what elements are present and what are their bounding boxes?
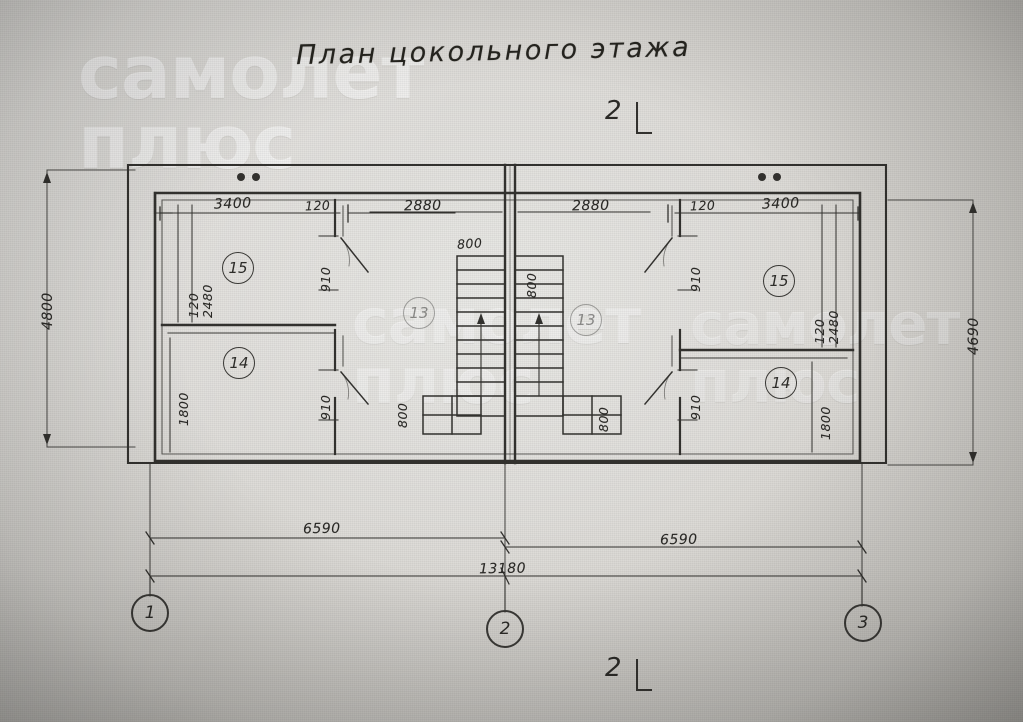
dim-left-room-height: 2480 (200, 284, 215, 318)
dimension-chain-top (160, 205, 860, 222)
dim-overall-horizontal: 13180 (478, 560, 527, 578)
door-left-top (341, 238, 368, 272)
room-number-label: 13 (576, 311, 596, 329)
dim-right-wall: 120 (812, 318, 827, 344)
partition-left-horizontal (162, 325, 335, 333)
staircase-left (457, 256, 505, 416)
dim-overall-vertical-right: 4690 (966, 317, 982, 355)
axis-marker-3: 3 (844, 604, 882, 642)
dim-door-right-bottom: 910 (688, 394, 703, 420)
window-marks-top (237, 173, 781, 181)
room-number-13-left: 13 (403, 297, 435, 329)
partition-right-vertical (672, 200, 680, 454)
section-mark-lines (637, 103, 651, 690)
dim-stair-opening-left: 800 (456, 235, 483, 252)
door-right-top (645, 238, 672, 272)
dim-door-left-bottom: 910 (318, 394, 333, 420)
dim-top-left-center-width: 2880 (403, 197, 442, 215)
room-number-label: 14 (771, 374, 791, 392)
partition-right-horizontal (680, 350, 853, 358)
room-number-14-right: 14 (765, 367, 797, 399)
room-number-label: 15 (228, 259, 248, 277)
room-number-13-right: 13 (570, 304, 602, 336)
room-number-14-left: 14 (223, 347, 255, 379)
axis-label: 3 (857, 613, 869, 633)
dim-top-right-wall: 120 (689, 197, 716, 214)
axis-marker-1: 1 (131, 594, 169, 632)
dim-bay-left: 6590 (302, 520, 341, 538)
dim-left-lower-height: 1800 (176, 392, 191, 426)
dim-top-right-center-width: 2880 (571, 197, 610, 215)
room-number-label: 14 (229, 354, 249, 372)
section-mark-top: 2 (605, 96, 622, 126)
room-number-label: 13 (409, 304, 429, 322)
dim-bay-right: 6590 (659, 531, 698, 549)
bottom-extension-lines (150, 463, 862, 612)
dim-stair-lower-left: 800 (395, 402, 410, 428)
structural-walls-outer (155, 193, 860, 461)
dim-right-room-height: 2480 (826, 310, 841, 344)
dim-top-left-room-width: 3400 (213, 195, 252, 213)
page-title: План цокольного этажа (295, 31, 692, 72)
stair-landing-left (423, 396, 481, 434)
section-mark-bottom: 2 (605, 653, 622, 683)
partition-left-vertical (335, 200, 343, 454)
dim-stair-opening-right: 800 (524, 272, 539, 298)
staircase-right (515, 256, 563, 416)
dim-stair-lower-right: 800 (596, 406, 611, 432)
dim-top-left-wall: 120 (304, 197, 331, 214)
room-number-label: 15 (769, 272, 789, 290)
structural-walls-inner (162, 200, 853, 454)
room-number-15-right: 15 (763, 265, 795, 297)
axis-marker-2: 2 (486, 610, 524, 648)
dim-overall-vertical-left: 4800 (40, 292, 56, 330)
room-number-15-left: 15 (222, 252, 254, 284)
watermark-center-line-2: плюс (352, 345, 534, 418)
stair-landing-right (563, 396, 621, 434)
dim-door-left-top: 910 (318, 266, 333, 292)
dim-left-wall: 120 (186, 292, 201, 318)
dim-right-lower-height: 1800 (818, 406, 833, 440)
axis-label: 2 (499, 619, 511, 639)
watermark-line-2: плюс (78, 100, 296, 186)
axis-label: 1 (144, 603, 156, 623)
dim-top-right-room-width: 3400 (761, 195, 800, 213)
door-left-bottom (341, 372, 368, 404)
axis-stems (150, 576, 862, 612)
dim-door-right-top: 910 (688, 266, 703, 292)
door-dimension-ticks (319, 236, 697, 420)
door-right-bottom (645, 372, 672, 404)
